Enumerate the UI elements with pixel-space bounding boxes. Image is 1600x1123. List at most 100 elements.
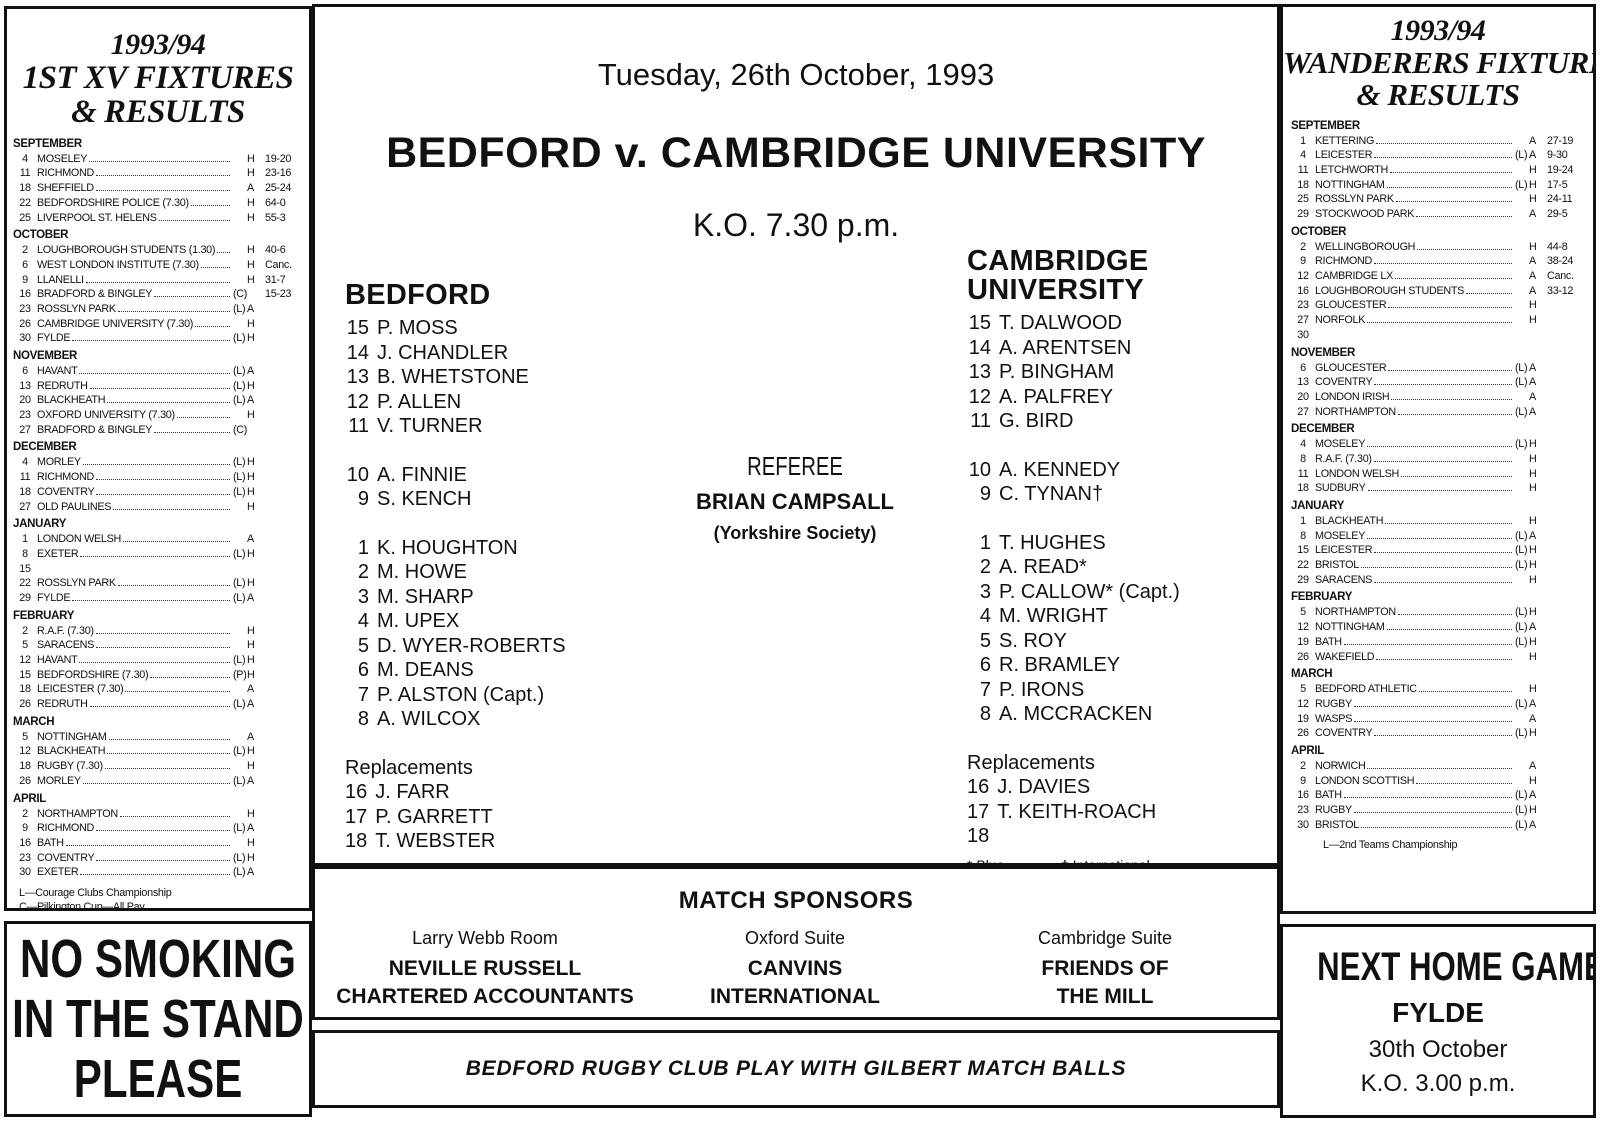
fixture-month-heading: NOVEMBER xyxy=(1291,346,1356,359)
fixture-score xyxy=(1543,818,1585,833)
fixture-venue: H xyxy=(247,244,255,257)
fixture-competition: (L) xyxy=(233,456,246,469)
fixture-opponent-cell: EXETER xyxy=(37,547,233,562)
fixture-date: 4 xyxy=(22,152,28,165)
fixture-leader-dots xyxy=(1391,390,1512,400)
fixture-score xyxy=(1543,682,1585,697)
fixture-competition xyxy=(1515,254,1529,269)
fixture-opponent-cell: WELLINGBOROUGH xyxy=(1315,240,1515,255)
fixture-date: 15 xyxy=(1297,544,1309,557)
fixture-opponent: NOTTINGHAM xyxy=(37,730,107,743)
fixture-opponent: NORTHAMPTON xyxy=(1315,405,1396,418)
player-name: T. HUGHES xyxy=(999,531,1106,554)
fixture-leader-dots xyxy=(95,166,230,177)
fixture-score xyxy=(1543,375,1585,390)
fixture-leader-dots xyxy=(89,379,230,389)
fixture-score: 64-0 xyxy=(265,196,286,209)
fixture-leader-dots xyxy=(1395,192,1512,203)
fixture-opponent: BLACKHEATH xyxy=(37,745,106,758)
fixture-score xyxy=(1543,650,1585,665)
fixture-leader-dots xyxy=(1367,313,1512,324)
fixture-date: 16 xyxy=(19,288,31,301)
fixture-leader-dots xyxy=(95,821,230,832)
fixture-opponent: KETTERING xyxy=(1315,134,1375,147)
fixture-opponent-cell: COVENTRY xyxy=(37,851,233,866)
wanderers-title-line2: & RESULTS xyxy=(1356,77,1520,113)
fixture-date: 6 xyxy=(22,365,28,378)
fixture-opponent-cell: ROSSLYN PARK xyxy=(1315,192,1515,207)
fixture-opponent: LONDON IRISH xyxy=(1315,390,1390,403)
fixture-competition xyxy=(233,562,247,577)
fixture-opponent-cell: HAVANT xyxy=(37,364,233,379)
fixture-score: 15-23 xyxy=(265,288,292,301)
fixture-venue: H xyxy=(247,485,255,498)
fixture-venue: H xyxy=(247,851,255,864)
fixture-leader-dots xyxy=(200,258,230,268)
fixture-opponent: BLACKHEATH xyxy=(1315,515,1384,528)
fixture-opponent: SARACENS xyxy=(37,639,94,652)
fixture-score: 55-3 xyxy=(265,211,286,224)
fixture-venue xyxy=(247,423,261,438)
fixture-competition xyxy=(233,181,247,196)
player-number: 15 xyxy=(346,317,369,339)
fixture-opponent: RICHMOND xyxy=(37,822,94,835)
fixture-opponent-cell: R.A.F. (7.30) xyxy=(1315,452,1515,467)
fixture-date: 23 xyxy=(19,302,31,315)
fixture-opponent-cell: LETCHWORTH xyxy=(1315,163,1515,178)
fixture-venue: H xyxy=(247,654,255,667)
fixture-venue: H xyxy=(247,668,255,681)
fixture-opponent: LIVERPOOL ST. HELENS xyxy=(37,211,157,224)
player-number: 10 xyxy=(968,458,991,481)
fixture-competition: (L) xyxy=(1515,697,1528,710)
fixture-leader-dots xyxy=(1367,759,1512,769)
player-number: 3 xyxy=(357,585,369,608)
cambridge-team-name-line2: UNIVERSITY xyxy=(967,274,1145,306)
fixture-opponent: EXETER xyxy=(37,547,79,560)
fixture-competition xyxy=(1515,467,1529,482)
fixture-venue: H xyxy=(1529,573,1537,586)
fixture-opponent-cell: LLANELLI xyxy=(37,273,233,288)
fixture-opponent: ROSSLYN PARK xyxy=(37,302,116,315)
player-number: 2 xyxy=(979,556,991,578)
fixture-venue: H xyxy=(1529,727,1537,740)
fixture-opponent: RICHMOND xyxy=(37,471,94,484)
fixture-competition xyxy=(233,243,247,258)
fixture-competition: (L) xyxy=(1515,361,1528,374)
fixture-leader-dots xyxy=(1416,207,1512,218)
player-name: S. ROY xyxy=(999,629,1067,652)
fixture-leader-dots xyxy=(1386,178,1512,188)
fixture-month-heading: DECEMBER xyxy=(13,441,77,454)
fixture-opponent: OLD PAULINES xyxy=(37,500,112,513)
fixture-venue: A xyxy=(1529,361,1536,374)
fixture-competition: (L) xyxy=(233,591,246,604)
fixture-leader-dots xyxy=(1397,405,1512,415)
fixture-competition: (L) xyxy=(233,394,246,407)
fixture-opponent-cell: OXFORD UNIVERSITY (7.30) xyxy=(37,408,233,423)
fixture-leader-dots xyxy=(107,744,230,755)
fixture-opponent: FYLDE xyxy=(37,591,71,604)
player-number: 17 xyxy=(345,805,368,828)
fixture-venue: A xyxy=(1529,208,1536,221)
fixture-score: 24-11 xyxy=(1547,193,1573,206)
fixture-leader-dots xyxy=(1367,481,1512,492)
fixture-leader-dots xyxy=(1343,635,1512,645)
fixture-opponent-cell: ROSSLYN PARK xyxy=(37,302,233,317)
fixture-venue: H xyxy=(247,317,255,330)
fixture-score xyxy=(1543,620,1585,635)
fixture-competition: (L) xyxy=(1515,559,1528,572)
fixture-competition xyxy=(233,196,247,211)
fixture-score: 19-24 xyxy=(1547,163,1574,176)
fixture-competition xyxy=(1515,390,1529,405)
